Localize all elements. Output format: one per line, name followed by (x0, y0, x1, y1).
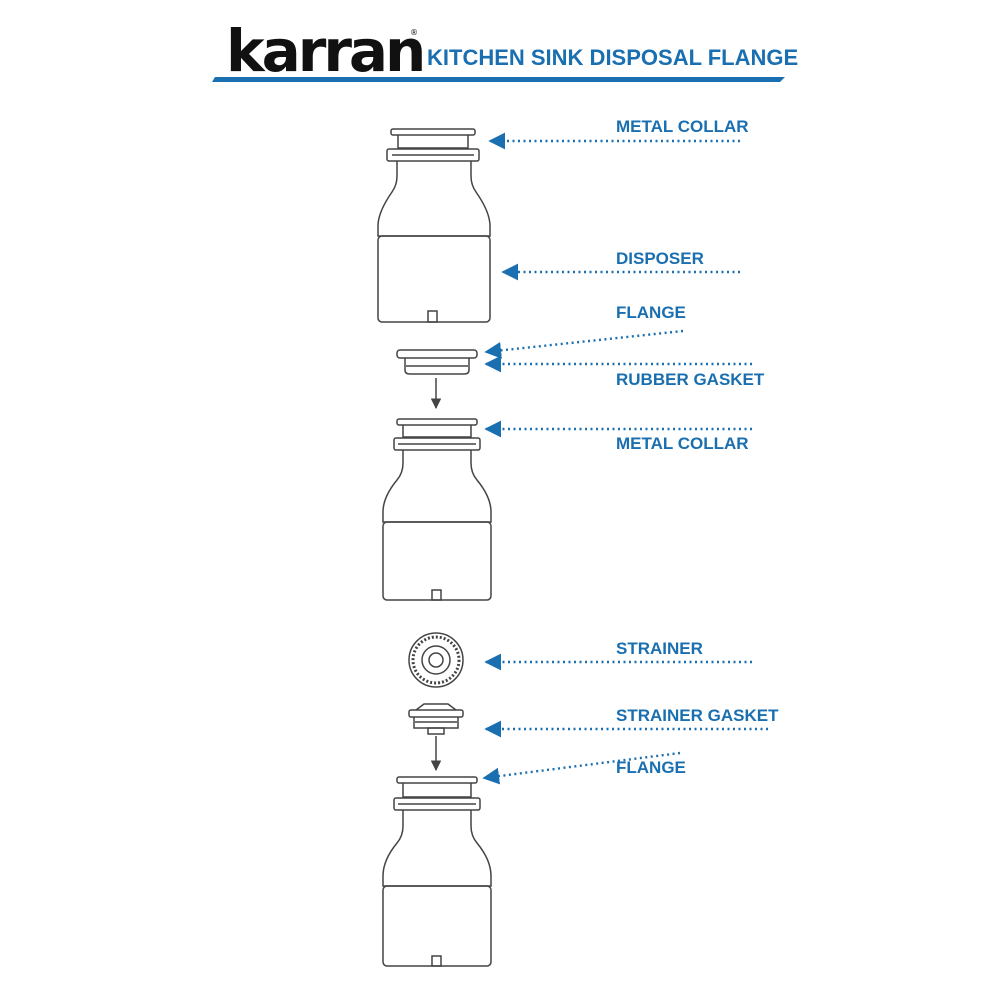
label-metal-collar-1: METAL COLLAR (616, 117, 749, 136)
header-rule (212, 77, 785, 82)
disposer-unit-3 (382, 776, 492, 967)
page-title: KITCHEN SINK DISPOSAL FLANGE (427, 45, 799, 70)
label-metal-collar-2: METAL COLLAR (616, 434, 749, 453)
disposer-unit-2 (382, 418, 492, 601)
flange-gasket-part-1 (396, 349, 478, 375)
brand-logo: karran (226, 17, 426, 85)
disposer-unit-1 (377, 128, 491, 323)
label-flange-1: FLANGE (616, 303, 686, 322)
leader-flange-1 (484, 329, 684, 359)
label-rubber-gasket: RUBBER GASKET (616, 370, 765, 389)
label-flange-2: FLANGE (616, 758, 686, 777)
label-disposer: DISPOSER (616, 249, 704, 268)
strainer-part (408, 632, 464, 688)
label-strainer-gasket: STRAINER GASKET (616, 706, 779, 725)
registered-mark: ® (410, 28, 418, 37)
strainer-gasket-part (408, 703, 464, 735)
label-strainer: STRAINER (616, 639, 703, 658)
